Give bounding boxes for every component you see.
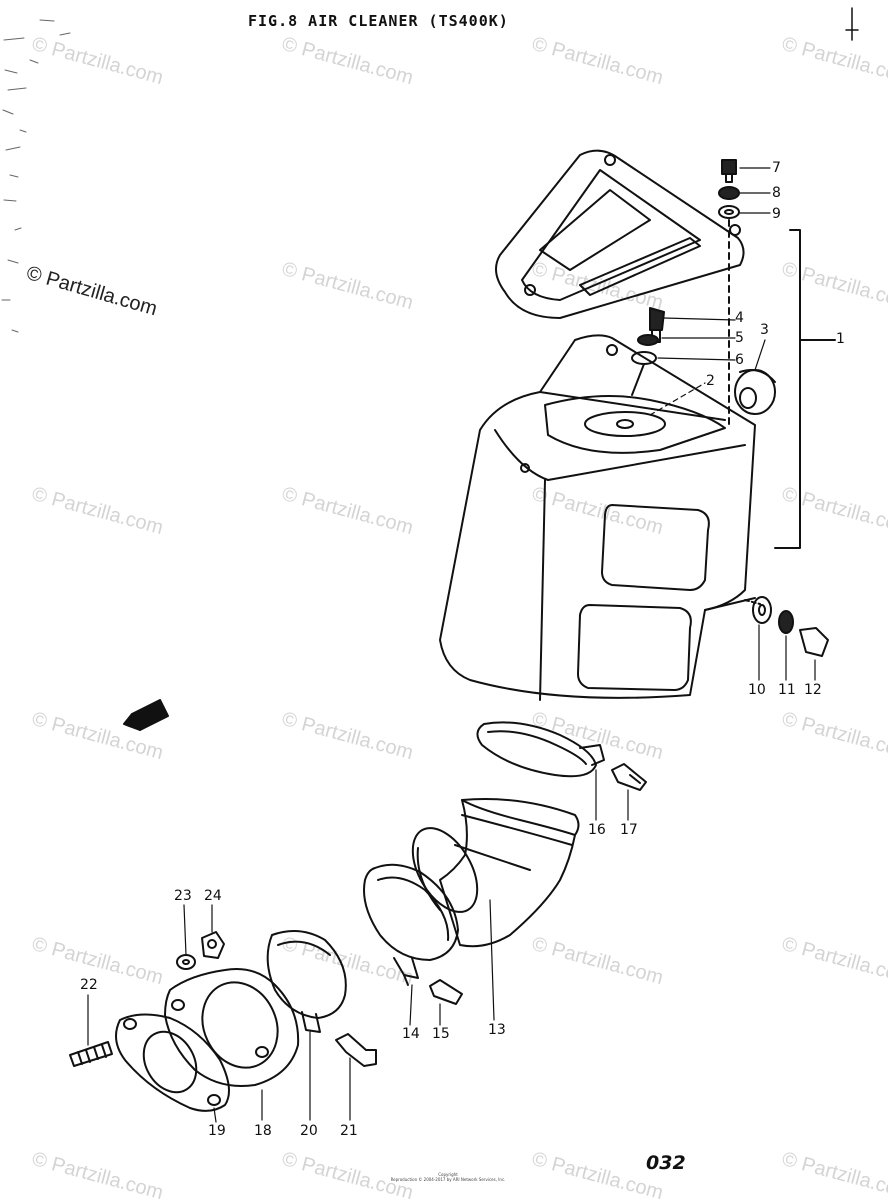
figure-title: FIG.8 AIR CLEANER (TS400K) bbox=[248, 12, 509, 30]
bracket-part-1 bbox=[774, 229, 836, 549]
fastener-10-12 bbox=[744, 596, 829, 657]
nut-part-24 bbox=[201, 931, 225, 959]
callout-20: 20 bbox=[300, 1123, 318, 1139]
callout-22: 22 bbox=[80, 977, 98, 993]
callout-3: 3 bbox=[760, 322, 769, 338]
band-part-20 bbox=[266, 930, 347, 1033]
callout-9: 9 bbox=[772, 206, 781, 222]
callout-1: 1 bbox=[836, 331, 845, 347]
grommet-part-3 bbox=[734, 369, 776, 415]
callout-7: 7 bbox=[772, 160, 781, 176]
callout-21: 21 bbox=[340, 1123, 358, 1139]
callout-5: 5 bbox=[735, 330, 744, 346]
frame-mark bbox=[845, 7, 859, 41]
adapter-part-18 bbox=[164, 968, 300, 1087]
callout-23: 23 bbox=[174, 888, 192, 904]
bolt-part-21 bbox=[335, 1033, 377, 1067]
page-code: 032 bbox=[646, 1152, 686, 1174]
top-cover bbox=[495, 149, 745, 319]
bolt-stack-7-9 bbox=[718, 159, 740, 426]
air-cleaner-case bbox=[439, 334, 756, 701]
callout-14: 14 bbox=[402, 1026, 420, 1042]
callout-12: 12 bbox=[804, 682, 822, 698]
gasket-part-19 bbox=[115, 1013, 230, 1112]
screw-stack-4-6 bbox=[631, 307, 665, 396]
callout-17: 17 bbox=[620, 822, 638, 838]
callout-2: 2 bbox=[706, 373, 715, 389]
clamp-part-16 bbox=[476, 721, 605, 778]
leader-lines bbox=[87, 167, 816, 1123]
stud-part-22 bbox=[69, 1041, 113, 1067]
callout-11: 11 bbox=[778, 682, 796, 698]
callout-16: 16 bbox=[588, 822, 606, 838]
front-arrow-icon bbox=[123, 699, 169, 731]
clamp-part-14 bbox=[363, 863, 459, 986]
washer-part-23 bbox=[176, 954, 196, 970]
screw-part-17 bbox=[611, 763, 647, 791]
callout-8: 8 bbox=[772, 185, 781, 201]
copyright-notice: Copyright Reproduction © 2004-2017 by AR… bbox=[388, 1172, 508, 1182]
intake-hose-part-13 bbox=[411, 798, 580, 948]
scan-noise bbox=[1, 19, 71, 333]
screw-part-15 bbox=[429, 979, 463, 1005]
callout-19: 19 bbox=[208, 1123, 226, 1139]
callout-15: 15 bbox=[432, 1026, 450, 1042]
callout-24: 24 bbox=[204, 888, 222, 904]
callout-6: 6 bbox=[735, 352, 744, 368]
copyright-line-2: Reproduction © 2004-2017 by ARI Network … bbox=[390, 1177, 506, 1182]
callout-13: 13 bbox=[488, 1022, 506, 1038]
copyright-line-1: Copyright bbox=[438, 1172, 458, 1177]
callout-4: 4 bbox=[735, 310, 744, 326]
callout-10: 10 bbox=[748, 682, 766, 698]
callout-18: 18 bbox=[254, 1123, 272, 1139]
